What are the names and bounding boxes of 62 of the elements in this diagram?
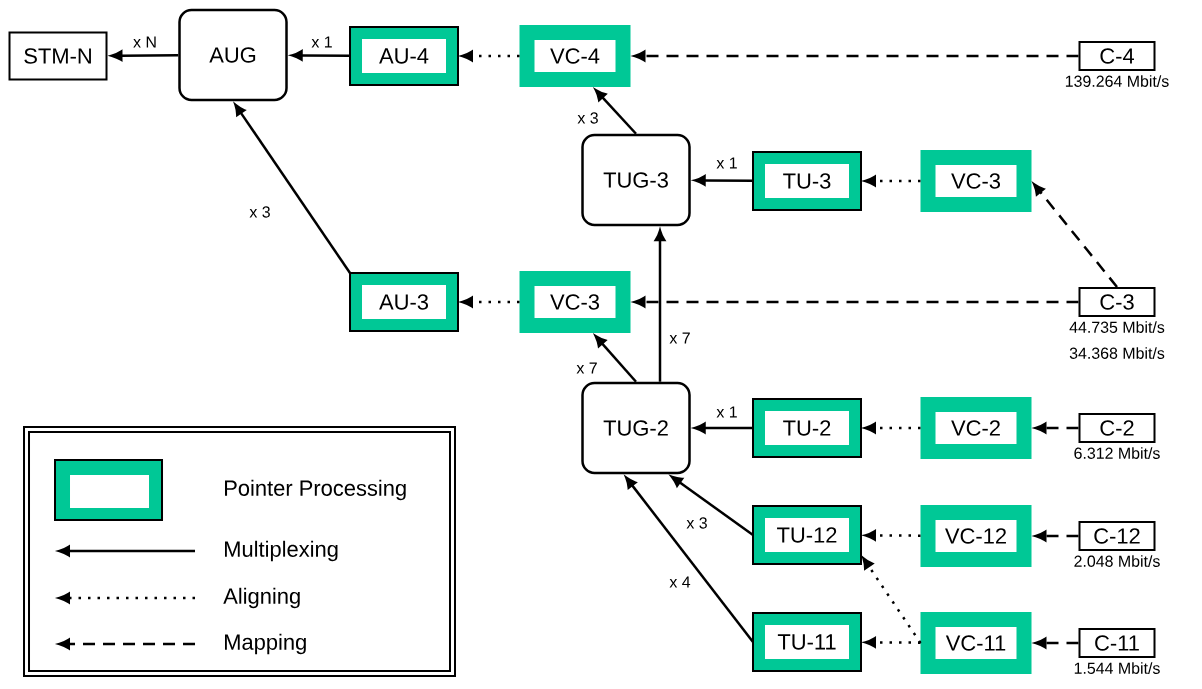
edge-label: x N bbox=[132, 35, 158, 49]
arrow bbox=[1034, 637, 1079, 649]
container-box: C-11 bbox=[1078, 628, 1156, 658]
legend-label: Aligning bbox=[223, 587, 300, 609]
edge-label: x 4 bbox=[668, 575, 692, 589]
arrow bbox=[633, 296, 1079, 308]
container-box: C-4 bbox=[1078, 41, 1156, 71]
arrow bbox=[862, 557, 922, 644]
container-box: VC-2 bbox=[920, 397, 1032, 459]
edge-label: x 1 bbox=[715, 405, 739, 419]
edge-label: x 1 bbox=[715, 156, 739, 170]
group-box: TUG-2 bbox=[581, 381, 691, 475]
pointer-box: TU-2 bbox=[752, 398, 862, 458]
arrow bbox=[864, 422, 921, 434]
arrow bbox=[670, 475, 754, 536]
container-box: C-3 bbox=[1078, 287, 1156, 317]
arrow bbox=[461, 296, 520, 308]
arrow bbox=[234, 103, 352, 274]
container-box: VC-4 bbox=[519, 25, 631, 87]
arrow bbox=[594, 335, 637, 383]
pointer-box: AU-3 bbox=[349, 272, 459, 332]
rate-label: 139.264 Mbit/s bbox=[1065, 75, 1169, 87]
arrow bbox=[694, 422, 753, 434]
group-box: AUG bbox=[178, 8, 288, 102]
arrow bbox=[864, 637, 921, 648]
container-box: C-2 bbox=[1078, 413, 1156, 443]
group-box: TUG-3 bbox=[581, 133, 691, 227]
multiplex-box: STM-N bbox=[8, 31, 108, 81]
arrow bbox=[864, 175, 921, 187]
legend-label: Mapping bbox=[225, 633, 306, 655]
arrow bbox=[625, 476, 754, 643]
edge-label: x 7 bbox=[575, 361, 599, 375]
rate-label: 44.735 Mbit/s bbox=[1069, 321, 1165, 333]
arrow bbox=[1033, 183, 1118, 288]
arrow bbox=[864, 530, 921, 541]
edge-label: x 3 bbox=[248, 205, 272, 219]
pointer-box: TU-3 bbox=[752, 151, 862, 211]
edge-label: x 3 bbox=[576, 111, 600, 125]
arrow bbox=[110, 50, 179, 62]
container-box: VC-3 bbox=[519, 271, 631, 333]
rate-label: 2.048 Mbit/s bbox=[1074, 555, 1160, 567]
arrow bbox=[633, 50, 1079, 62]
pointer-box: TU-12 bbox=[752, 505, 862, 565]
legend-label: Multiplexing bbox=[225, 540, 338, 562]
container-box: VC-12 bbox=[920, 505, 1032, 567]
pointer-box: AU-4 bbox=[349, 26, 459, 86]
arrow bbox=[654, 229, 666, 382]
edge-label: x 1 bbox=[310, 35, 334, 49]
edge-label: x 7 bbox=[668, 331, 692, 345]
rate-label: 1.544 Mbit/s bbox=[1074, 662, 1160, 674]
edge-label: x 3 bbox=[685, 516, 709, 530]
arrow bbox=[1034, 530, 1079, 542]
container-box: C-12 bbox=[1078, 521, 1156, 551]
pointer-box: TU-11 bbox=[752, 612, 862, 672]
rate-label: 34.368 Mbit/s bbox=[1069, 347, 1165, 359]
container-box: VC-11 bbox=[920, 612, 1032, 674]
arrow bbox=[1034, 422, 1079, 434]
legend-label: Pointer Processing bbox=[225, 479, 406, 501]
rate-label: 6.312 Mbit/s bbox=[1074, 447, 1160, 459]
container-box: VC-3 bbox=[920, 150, 1032, 212]
arrow bbox=[461, 50, 520, 62]
arrow bbox=[594, 89, 637, 135]
